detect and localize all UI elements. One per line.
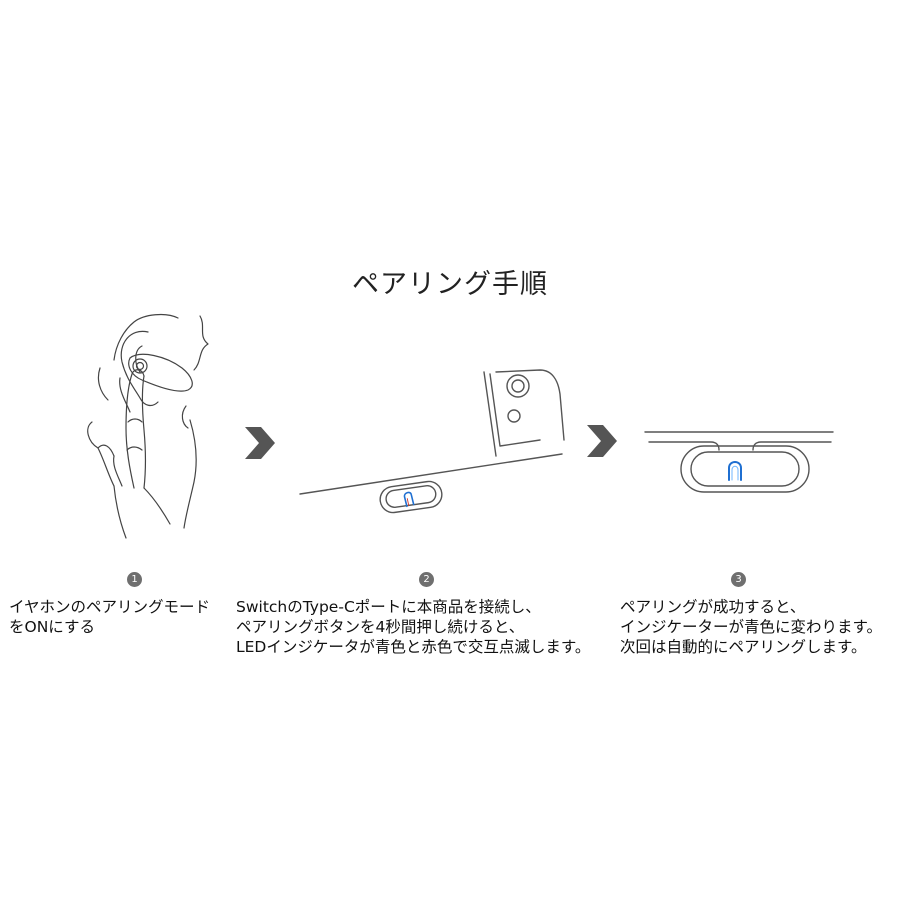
step-3-description: ペアリングが成功すると、 インジケーターが青色に変わります。 次回は自動的にペア… <box>620 597 882 657</box>
chevron-right-icon <box>587 425 617 457</box>
step-2-number-badge: 2 <box>419 572 434 587</box>
step-2-line-2: ペアリングボタンを4秒間押し続けると、 <box>236 618 525 636</box>
chevron-right-icon <box>245 427 275 459</box>
step-2-line-1: SwitchのType-Cポートに本商品を接続し、 <box>236 598 541 616</box>
dongle-closeup-illustration <box>644 431 834 493</box>
step-1-line-1: イヤホンのペアリングモード <box>9 598 211 616</box>
page-title: ペアリング手順 <box>352 269 548 300</box>
step-1-number-badge: 1 <box>127 572 142 587</box>
step-3-line-1: ペアリングが成功すると、 <box>620 598 806 616</box>
step-1-description: イヤホンのペアリングモード をONにする <box>9 597 210 637</box>
step-3-number-badge: 3 <box>731 572 746 587</box>
step-1-line-2: をONにする <box>9 618 95 636</box>
step-3-line-3: 次回は自動的にペアリングします。 <box>620 638 867 656</box>
hand-earphone-illustration <box>87 313 209 539</box>
switch-dongle-illustration <box>299 369 565 514</box>
step-2-description: SwitchのType-Cポートに本商品を接続し、 ペアリングボタンを4秒間押し… <box>236 597 590 657</box>
step-3-line-2: インジケーターが青色に変わります。 <box>620 618 882 636</box>
step-2-line-3: LEDインジケータが青色と赤色で交互点滅します。 <box>236 638 591 656</box>
